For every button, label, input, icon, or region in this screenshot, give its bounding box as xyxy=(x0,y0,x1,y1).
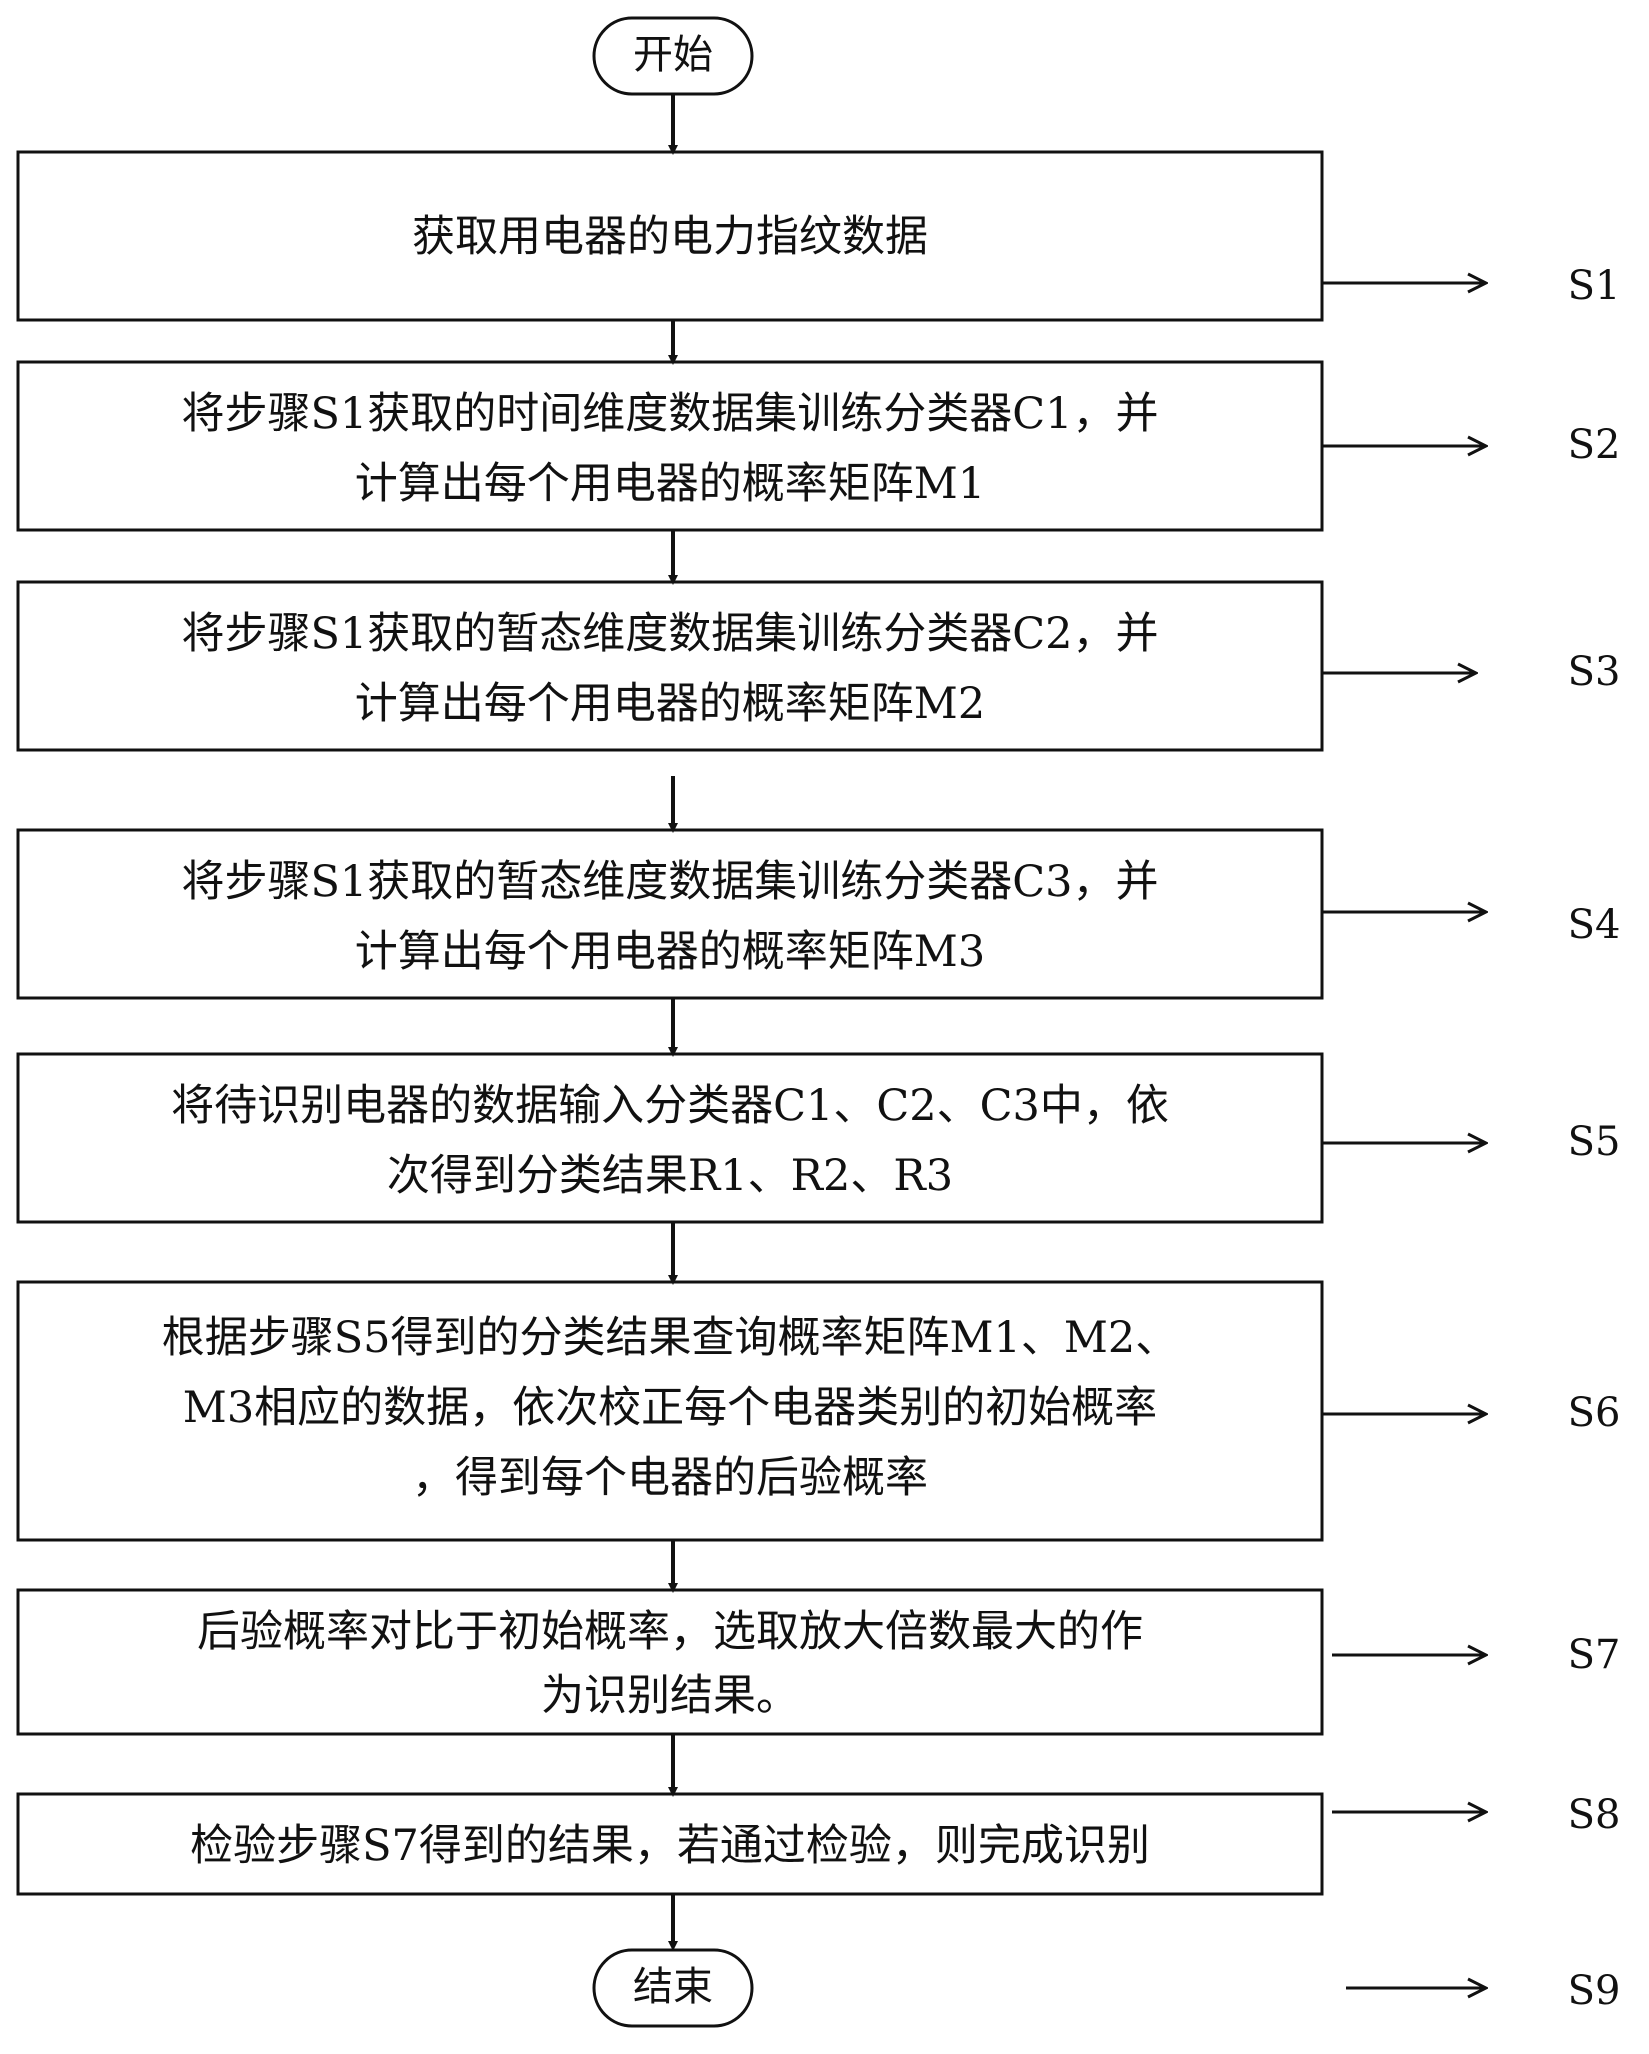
step-text-line: 根据步骤S5得到的分类结果查询概率矩阵M1、M2、 xyxy=(162,1313,1179,1363)
step-s4: 将步骤S1获取的暂态维度数据集训练分类器C3，并 计算出每个用电器的概率矩阵M3… xyxy=(16,828,1621,1000)
step-text-line: 将步骤S1获取的暂态维度数据集训练分类器C3，并 xyxy=(181,857,1158,907)
step-box xyxy=(16,150,1324,322)
step-s1: 获取用电器的电力指纹数据 S1 xyxy=(16,150,1621,322)
start-terminal-label: 开始 xyxy=(633,32,713,78)
step-text-line: 次得到分类结果R1、R2、R3 xyxy=(387,1151,953,1201)
step-text-line: 检验步骤S7得到的结果，若通过检验，则完成识别 xyxy=(190,1821,1150,1871)
step-text-line: 将待识别电器的数据输入分类器C1、C2、C3中，依 xyxy=(171,1081,1169,1131)
step-box xyxy=(16,1280,1324,1542)
step-label: S5 xyxy=(1568,1119,1621,1165)
step-text-line: M3相应的数据，依次校正每个电器类别的初始概率 xyxy=(183,1383,1157,1433)
step-label: S9 xyxy=(1568,1968,1621,2014)
step-label: S3 xyxy=(1568,649,1621,695)
step-text-line: 将步骤S1获取的时间维度数据集训练分类器C1，并 xyxy=(181,389,1158,439)
step-box xyxy=(16,1792,1324,1896)
step-text-line: 后验概率对比于初始概率，选取放大倍数最大的作 xyxy=(197,1607,1143,1657)
end-terminal-shape xyxy=(592,1948,754,2028)
step-text-line: 为识别结果。 xyxy=(541,1671,799,1721)
step-label: S2 xyxy=(1568,422,1621,468)
step-text-line: ，得到每个电器的后验概率 xyxy=(412,1453,928,1503)
step-text-line: 获取用电器的电力指纹数据 xyxy=(412,212,928,262)
step-s7: 后验概率对比于初始概率，选取放大倍数最大的作 为识别结果。 S7 xyxy=(16,1588,1621,1736)
start-terminal: 开始 xyxy=(592,16,754,96)
step-label: S4 xyxy=(1568,902,1621,948)
step-s8: 检验步骤S7得到的结果，若通过检验，则完成识别 S8 xyxy=(16,1792,1621,1896)
step-s2: 将步骤S1获取的时间维度数据集训练分类器C1，并 计算出每个用电器的概率矩阵M1… xyxy=(16,360,1621,532)
step-box xyxy=(16,1052,1324,1224)
step-label: S8 xyxy=(1568,1792,1621,1838)
step-label: S7 xyxy=(1568,1632,1621,1678)
step-label: S1 xyxy=(1568,263,1621,309)
step-group: 获取用电器的电力指纹数据 S1 将步骤S1获取的时间维度数据集训练分类器C1，并… xyxy=(16,150,1621,1896)
step-box xyxy=(16,360,1324,532)
step-text-line: 计算出每个用电器的概率矩阵M3 xyxy=(355,927,985,977)
step-label: S6 xyxy=(1568,1390,1621,1436)
step-s3: 将步骤S1获取的暂态维度数据集训练分类器C2，并 计算出每个用电器的概率矩阵M2… xyxy=(16,580,1621,752)
step-text-line: 计算出每个用电器的概率矩阵M2 xyxy=(355,679,985,729)
step-s5: 将待识别电器的数据输入分类器C1、C2、C3中，依 次得到分类结果R1、R2、R… xyxy=(16,1052,1621,1224)
step-text-line: 计算出每个用电器的概率矩阵M1 xyxy=(355,459,985,509)
end-terminal-label: 结束 xyxy=(633,1964,713,2010)
step-s6: 根据步骤S5得到的分类结果查询概率矩阵M1、M2、 M3相应的数据，依次校正每个… xyxy=(16,1280,1621,1542)
step-text-line: 将步骤S1获取的暂态维度数据集训练分类器C2，并 xyxy=(181,609,1158,659)
end-terminal: 结束 S9 xyxy=(592,1948,1621,2028)
